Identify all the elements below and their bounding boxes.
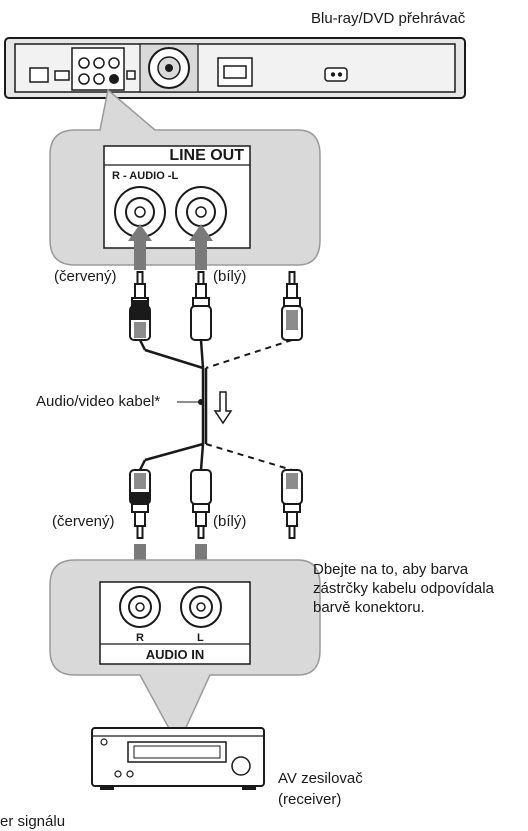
- plug-red-top: [129, 271, 151, 341]
- player-label: Blu-ray/DVD přehrávač: [311, 10, 466, 27]
- audio-in-callout: [49, 559, 321, 747]
- av-receiver-icon: [91, 727, 265, 790]
- line-out-title: LINE OUT: [169, 147, 244, 164]
- cable-leader-dot: [198, 399, 204, 405]
- cable-label: Audio/video kabel*: [36, 393, 161, 410]
- red-label-bottom: (červený): [52, 513, 115, 530]
- jack-r-label: R: [136, 632, 144, 644]
- bluray-player-icon: [4, 37, 466, 99]
- plug-video-bottom: [281, 469, 303, 539]
- plug-red-bottom: [129, 469, 151, 539]
- arrow-up-red: [128, 224, 152, 270]
- signal-flow-arrow-icon: [213, 391, 233, 425]
- signal-flow-label: er signálu: [0, 813, 66, 830]
- audio-rl-label: R - AUDIO -L: [112, 170, 179, 182]
- color-match-note: Dbejte na to, aby barva zástrčky kabelu …: [313, 561, 494, 616]
- jack-l-label: L: [197, 632, 204, 644]
- line-out-callout: [49, 88, 321, 266]
- cable-lines: [138, 339, 293, 471]
- white-label-bottom: (bílý): [213, 513, 247, 530]
- plug-white-bottom: [190, 469, 212, 539]
- arrow-up-white: [189, 224, 213, 270]
- white-label-top: (bílý): [213, 268, 247, 285]
- receiver-label-line1: AV zesilovač: [278, 770, 363, 787]
- plug-white-top: [190, 271, 212, 341]
- plug-video-top: [281, 271, 303, 341]
- red-label-top: (červený): [54, 268, 117, 285]
- audio-in-title: AUDIO IN: [145, 647, 205, 662]
- receiver-label-line2: (receiver): [278, 791, 342, 808]
